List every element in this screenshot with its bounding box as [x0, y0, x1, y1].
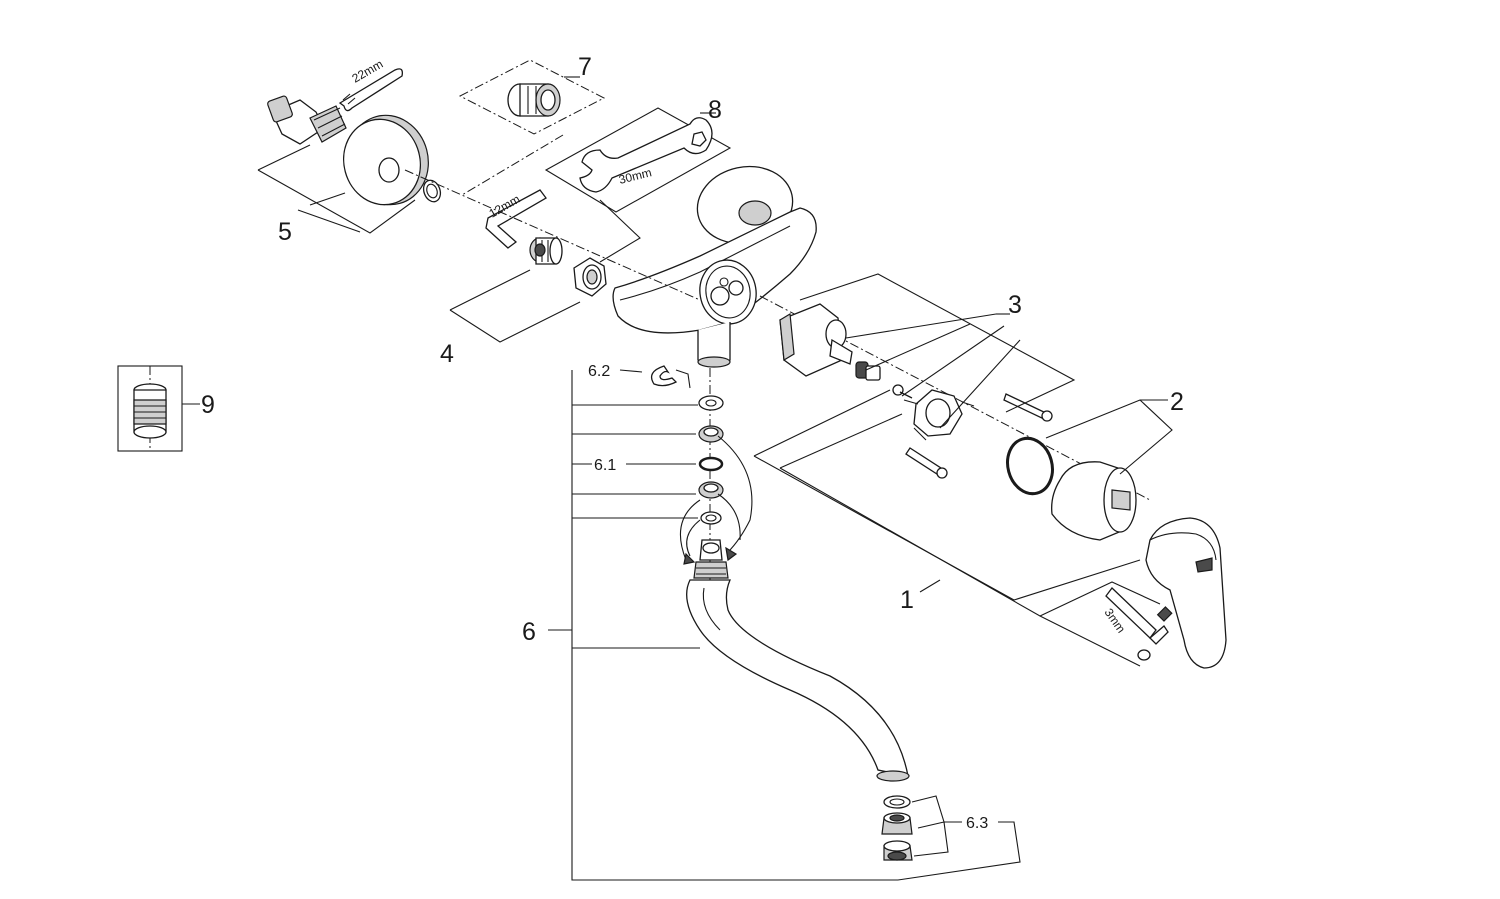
lever-handle — [1145, 517, 1227, 669]
mixer-body — [612, 165, 817, 368]
screw-long-lower — [905, 447, 948, 479]
s-union-connector — [267, 95, 347, 145]
spout-connector — [693, 539, 729, 579]
screw-long-upper — [1003, 393, 1053, 422]
label-part-6: 6 — [522, 618, 536, 646]
cartridge — [779, 303, 881, 381]
label-part-4: 4 — [440, 340, 454, 368]
escutcheon-rosette — [342, 114, 429, 206]
hex-key-3mm: 3mm — [1102, 587, 1169, 645]
label-part-8: 8 — [708, 96, 722, 124]
aerator-parts — [881, 795, 913, 861]
label-part-9: 9 — [201, 391, 215, 419]
axis-main — [404, 169, 701, 301]
label-part-6-3: 6.3 — [966, 815, 988, 832]
set-screw-a — [1156, 606, 1173, 622]
mounting-plate — [903, 389, 975, 441]
label-part-6-1: 6.1 — [594, 457, 616, 474]
part-4-group: 12mm 4 — [440, 189, 607, 368]
part-9-group: 9 — [117, 365, 215, 452]
label-part-7: 7 — [578, 53, 592, 81]
adapter-fitting — [507, 83, 561, 117]
label-part-6-2: 6.2 — [588, 363, 610, 380]
threaded-nipple — [529, 237, 563, 265]
part-7-group: 7 — [458, 53, 606, 135]
label-part-2: 2 — [1170, 388, 1184, 416]
o-ring — [1006, 436, 1054, 496]
part-2-group: 2 — [1006, 388, 1184, 541]
part-6-group: 6.2 — [522, 363, 1021, 881]
label-part-3: 3 — [1008, 291, 1022, 319]
part-1-group: 3mm 1 — [753, 389, 1227, 669]
key-22mm: 22mm — [338, 57, 403, 112]
union-nut — [573, 257, 607, 297]
spout-seal-stack — [698, 395, 724, 525]
part-8-group: 30mm 8 — [544, 96, 732, 263]
label-part-1: 1 — [900, 586, 914, 614]
part-5-group: 22mm 5 — [257, 57, 442, 246]
screw-small — [892, 384, 913, 399]
set-screw-b — [1137, 649, 1151, 661]
part-3-group: 3 — [779, 273, 1076, 479]
spout-tube — [686, 579, 910, 782]
spare-nipple — [133, 383, 167, 439]
cover-sleeve — [1051, 461, 1137, 541]
wrench-30mm: 30mm — [579, 117, 713, 193]
label-part-5: 5 — [278, 218, 292, 246]
retaining-clip — [650, 365, 678, 387]
